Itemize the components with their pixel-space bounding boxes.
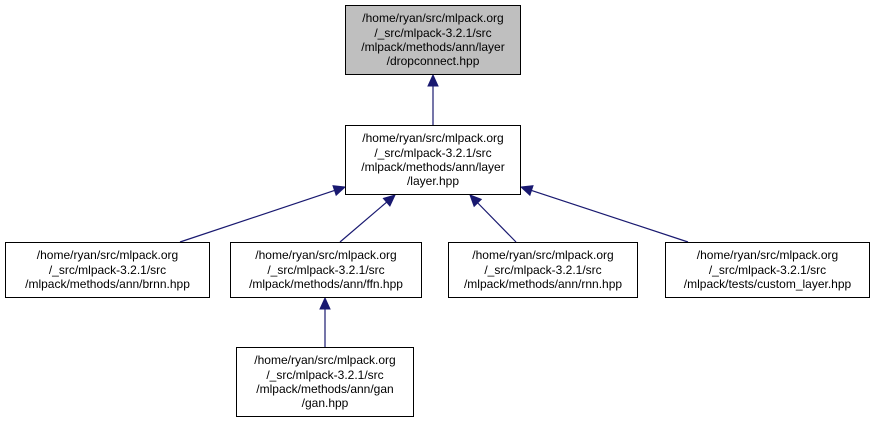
arrowhead-icon: [319, 296, 331, 310]
node-label-line: /_src/mlpack-3.2.1/src: [267, 262, 385, 277]
node-label-line: /dropconnect.hpp: [386, 54, 480, 69]
node-label-line: /_src/mlpack-3.2.1/src: [708, 262, 827, 277]
node-label-line: /gan.hpp: [301, 396, 349, 411]
node-rnn[interactable]: /home/ryan/src/mlpack.org/_src/mlpack-3.…: [448, 242, 638, 298]
edge-rnn-to-layer: [477, 202, 517, 243]
node-dropconnect: /home/ryan/src/mlpack.org/_src/mlpack-3.…: [345, 5, 521, 75]
arrowhead-icon: [382, 194, 396, 207]
node-layer[interactable]: /home/ryan/src/mlpack.org/_src/mlpack-3.…: [345, 125, 521, 195]
arrowhead-icon: [332, 185, 347, 197]
node-label-line: /_src/mlpack-3.2.1/src: [266, 367, 384, 382]
edge-brnn-to-layer: [179, 189, 335, 243]
arrowhead-icon: [469, 194, 483, 208]
edge-custom-layer-to-layer: [531, 189, 689, 243]
node-label-line: /_src/mlpack-3.2.1/src: [374, 25, 492, 40]
node-label-line: /_src/mlpack-3.2.1/src: [48, 262, 167, 277]
node-label-line: /mlpack/methods/ann/brnn.hpp: [25, 277, 190, 292]
node-label-line: /mlpack/methods/ann/layer: [361, 40, 505, 54]
arrowhead-icon: [519, 185, 534, 197]
node-label-line: /home/ryan/src/mlpack.org: [362, 131, 504, 146]
node-label-line: /_src/mlpack-3.2.1/src: [374, 145, 492, 160]
edge-ffn-to-layer: [339, 201, 388, 243]
node-gan[interactable]: /home/ryan/src/mlpack.org/_src/mlpack-3.…: [236, 347, 414, 417]
arrowhead-icon: [427, 73, 439, 87]
node-custom-layer[interactable]: /home/ryan/src/mlpack.org/_src/mlpack-3.…: [665, 242, 870, 298]
node-label-line: /mlpack/methods/ann/gan: [256, 382, 394, 396]
node-label-line: /mlpack/methods/ann/rnn.hpp: [463, 277, 623, 292]
node-label-line: /_src/mlpack-3.2.1/src: [484, 262, 602, 277]
node-label-line: /home/ryan/src/mlpack.org: [36, 248, 179, 263]
node-ffn[interactable]: /home/ryan/src/mlpack.org/_src/mlpack-3.…: [230, 242, 422, 298]
node-label-line: /home/ryan/src/mlpack.org: [472, 248, 614, 263]
node-label-line: /mlpack/tests/custom_layer.hpp: [683, 277, 852, 292]
node-label-line: /mlpack/methods/ann/layer: [361, 160, 505, 174]
node-label-line: /home/ryan/src/mlpack.org: [255, 248, 397, 263]
node-brnn[interactable]: /home/ryan/src/mlpack.org/_src/mlpack-3.…: [5, 242, 210, 298]
node-label-line: /layer.hpp: [406, 174, 460, 189]
node-label-line: /home/ryan/src/mlpack.org: [254, 353, 396, 368]
node-label-line: /mlpack/methods/ann/ffn.hpp: [249, 277, 403, 292]
node-label-line: /home/ryan/src/mlpack.org: [362, 11, 504, 26]
node-label-line: /home/ryan/src/mlpack.org: [696, 248, 839, 263]
